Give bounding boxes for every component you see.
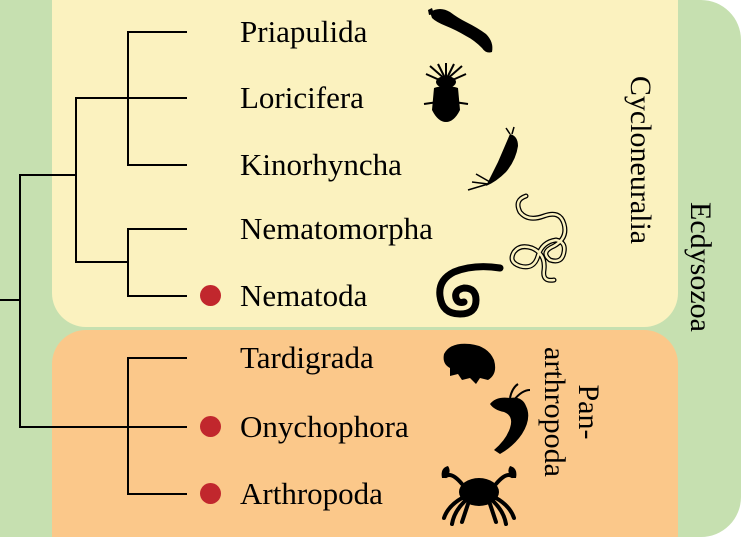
cycloneuralia-region: [52, 0, 678, 327]
group-label-cycloneuralia: Cycloneuralia: [624, 75, 657, 245]
crab-icon: [441, 466, 517, 526]
taxon-label-loricifera: Loricifera: [240, 80, 364, 115]
group-label-ecdysozoa: Ecdysozoa: [684, 202, 717, 332]
group-label-panarthropoda-line2: arthropoda: [538, 347, 571, 477]
coiled-nematode-icon: [436, 263, 504, 318]
group-label-panarthropoda-line1: Pan-: [572, 384, 605, 440]
velvet-worm-icon: [490, 383, 531, 454]
taxon-label-arthropoda: Arthropoda: [240, 476, 383, 511]
taxon-label-onychophora: Onychophora: [240, 409, 409, 444]
tardigrade-icon: [443, 343, 496, 384]
taxon-label-kinorhyncha: Kinorhyncha: [240, 147, 402, 182]
priapulid-worm-icon: [428, 8, 493, 53]
taxon-label-nematoda: Nematoda: [240, 278, 368, 313]
taxon-label-tardigrada: Tardigrada: [240, 340, 374, 375]
horsehair-worm-icon: [509, 193, 568, 283]
taxon-label-nematomorpha: Nematomorpha: [240, 211, 433, 246]
loriciferan-icon: [423, 63, 469, 122]
marker-dot-arthropoda: [200, 483, 221, 504]
panarthropoda-region: [52, 330, 678, 537]
taxon-label-priapulida: Priapulida: [240, 14, 368, 49]
kinorhynch-icon: [467, 126, 518, 191]
marker-dot-nematoda: [200, 285, 221, 306]
group-label-panarthropoda: Pan- arthropoda: [535, 342, 605, 482]
marker-dot-onychophora: [200, 416, 221, 437]
